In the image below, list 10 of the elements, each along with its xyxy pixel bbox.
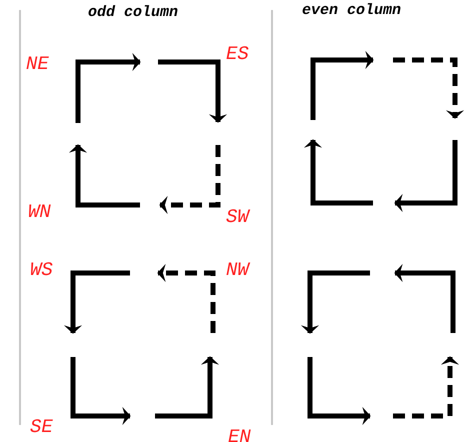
direction-label: NW xyxy=(226,258,249,283)
direction-label: WS xyxy=(30,258,53,283)
direction-label: ES xyxy=(226,42,249,67)
direction-label: NE xyxy=(26,52,49,77)
direction-label: EN xyxy=(228,425,251,442)
column-heading: even column xyxy=(302,1,402,21)
direction-label: SE xyxy=(30,415,53,440)
direction-label: SW xyxy=(226,205,249,230)
direction-label: WN xyxy=(28,200,51,225)
column-heading: odd column xyxy=(88,3,178,23)
